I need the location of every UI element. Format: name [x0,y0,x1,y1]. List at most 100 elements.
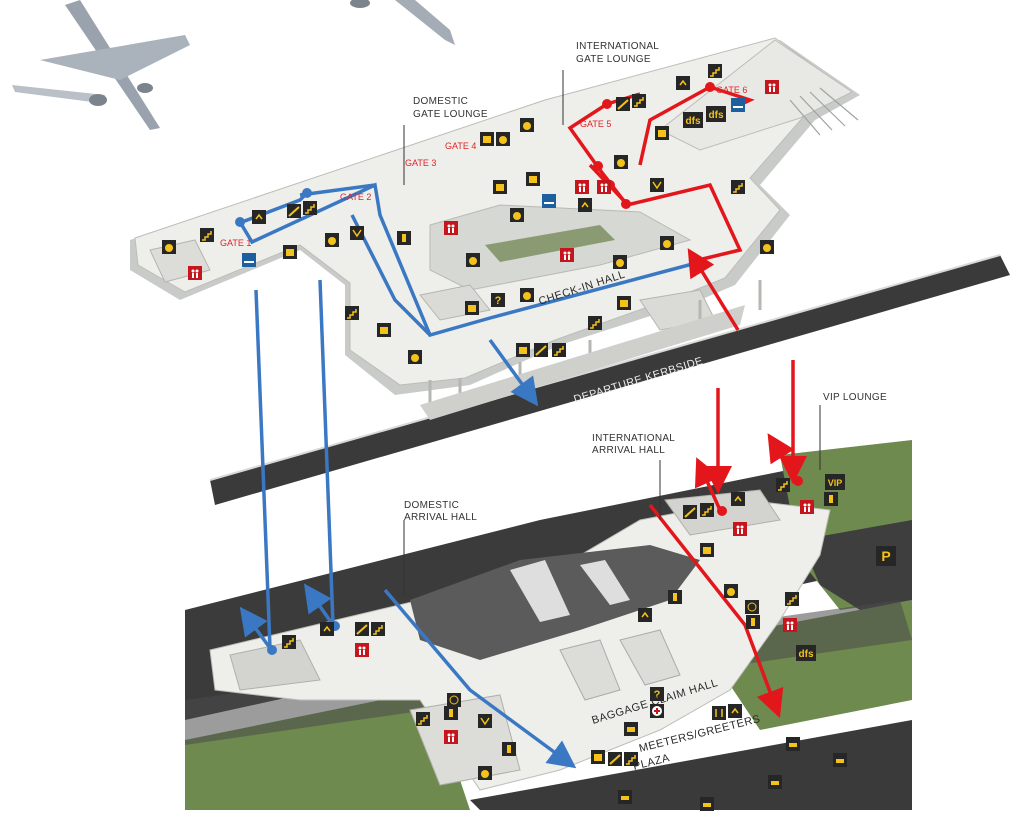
food-icon [478,766,492,780]
currency-exchange-icon [591,750,605,764]
escalator-icon [683,505,697,519]
food-icon [162,240,176,254]
stairs-icon [371,622,385,636]
stairs-icon [700,503,714,517]
phone-icon [350,226,364,240]
departure-road [210,255,1010,505]
info-desk-icon [465,301,479,315]
taxi-icon [833,753,847,767]
clock-icon [447,693,461,707]
toilet-icon [444,221,458,235]
help-icon: ? [491,293,505,307]
info-icon [824,492,838,506]
duty-free-shop-icon: dfs [683,112,703,128]
escalator-icon [616,97,630,111]
shop-icon [493,180,507,194]
help-icon-label: ? [654,689,661,701]
info-icon [502,742,516,756]
stairs-icon [200,228,214,242]
toilet-icon [800,500,814,514]
restaurant-icon [712,706,726,720]
escalator-icon [534,343,548,357]
escalator-icon [287,204,301,218]
toilet-icon [733,522,747,536]
check-in-icon [617,296,631,310]
duty-free-shop-icon: dfs [706,106,726,122]
vip-icon: VIP [825,474,845,490]
gate-2-label: GATE 2 [340,192,371,202]
shop-icon [480,132,494,146]
toilet-icon [597,180,611,194]
food-icon [724,584,738,598]
airplane-right-icon [350,0,455,45]
toilet-icon [765,80,779,94]
stairs-icon [776,478,790,492]
escalator-icon [608,752,622,766]
food-icon [520,118,534,132]
vip-label: VIP [828,478,843,488]
taxi-icon [786,737,800,751]
toilet-icon [444,730,458,744]
smoking-area-icon [731,98,745,112]
food-icon [466,253,480,267]
currency-exchange-icon [516,343,530,357]
food-icon [408,350,422,364]
food-icon [614,155,628,169]
shop-icon [283,245,297,259]
domestic-gate-lounge-label: DOMESTIC GATE LOUNGE [413,96,488,120]
help-icon-label: ? [495,295,502,307]
arrival-level [185,440,912,810]
food-icon [613,255,627,269]
toilet-icon [355,643,369,657]
toilet-icon [783,618,797,632]
info-icon [397,231,411,245]
first-aid-icon [650,704,664,718]
shop-icon [526,172,540,186]
vip-lounge-label: VIP LOUNGE [823,392,887,403]
gate-4-label: GATE 4 [445,141,476,151]
departure-level [130,37,860,420]
stairs-icon [588,316,602,330]
gate-5-label: GATE 5 [580,119,611,129]
food-icon [520,288,534,302]
international-arrival-hall-label: INTERNATIONAL ARRIVAL HALL [592,433,678,456]
stairs-icon [345,306,359,320]
gate-1-label: GATE 1 [220,238,251,248]
elevator-icon [638,608,652,622]
airplane-left-icon [12,0,190,130]
stairs-icon [785,592,799,606]
parking-icon: P [876,546,896,566]
info-desk-icon [700,543,714,557]
taxi-icon [618,790,632,804]
stairs-icon [624,752,638,766]
duty-free-shop-icon: dfs [796,645,816,661]
elevator-icon [252,210,266,224]
toilet-icon [560,248,574,262]
food-icon [760,240,774,254]
dfs-label: dfs [686,116,701,127]
info-icon [668,590,682,604]
dfs-label: dfs [799,649,814,660]
shop-icon [377,323,391,337]
info-icon [746,615,760,629]
food-icon [325,233,339,247]
stairs-icon [632,94,646,108]
elevator-icon [731,492,745,506]
info-icon [444,706,458,720]
dfs-label: dfs [709,110,724,121]
facility-icons: ? dfs dfs ? dfs [162,64,896,811]
gate-3-label: GATE 3 [405,158,436,168]
taxi-icon [700,797,714,811]
toilet-icon [575,180,589,194]
label-leaders [403,70,821,595]
stairs-icon [416,712,430,726]
stairs-icon [303,201,317,215]
shop-icon [655,126,669,140]
help-icon: ? [650,687,664,701]
toilet-icon [188,266,202,280]
elevator-icon [728,704,742,718]
phone-icon [650,178,664,192]
food-icon [496,132,510,146]
atm-icon [624,722,638,736]
